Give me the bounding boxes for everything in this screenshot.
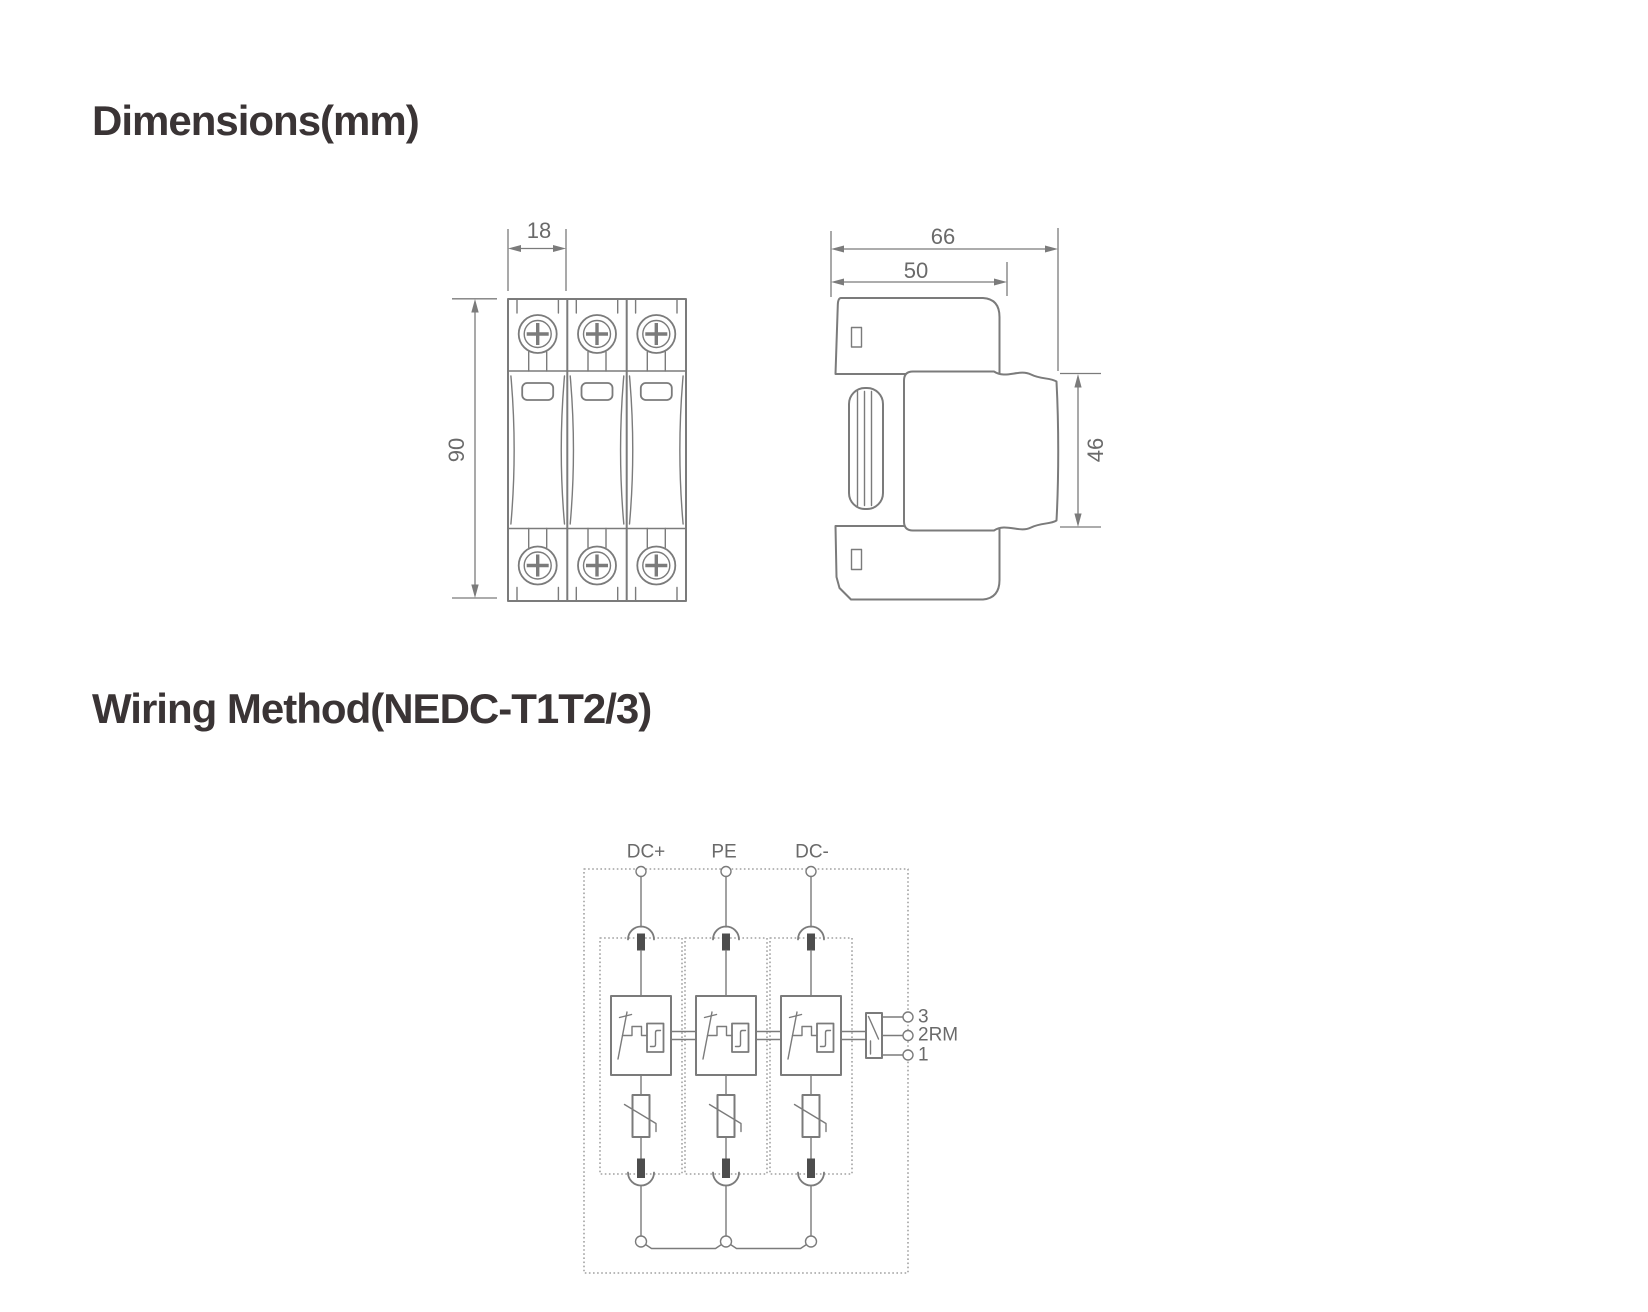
terminal-label-pe: PE [711, 841, 737, 863]
dim-label-height: 90 [444, 437, 469, 463]
signal-label-1: 1 [918, 1044, 929, 1066]
spd-path-dcplus [599, 865, 683, 1248]
side-lower-body [834, 525, 1001, 601]
dim-base-depth [831, 262, 1008, 296]
dim-front-height [1060, 372, 1101, 528]
dim-height [452, 298, 497, 599]
signal-label-3: 3 [918, 1006, 929, 1028]
wiring-diagram [583, 865, 914, 1274]
side-view [830, 228, 1101, 601]
dimensions-heading: Dimensions(mm) [92, 97, 420, 144]
dim-module-width [507, 229, 567, 291]
terminal-label-dcminus: DC- [795, 841, 829, 863]
wiring-heading: Wiring Method(NEDC-T1T2/3) [92, 685, 652, 732]
bottom-bus [644, 1243, 808, 1250]
spd-path-dcminus [769, 865, 853, 1248]
dim-label-base-depth: 50 [903, 258, 929, 283]
spd-path-pe [684, 865, 768, 1248]
mount-slot [850, 326, 863, 348]
terminal-ribs [848, 387, 884, 510]
front-view [452, 229, 687, 602]
side-upper-body [834, 297, 1001, 375]
signal-terminal-3 [902, 1011, 914, 1023]
remote-contact-switch [865, 1011, 914, 1061]
dim-label-module-width: 18 [526, 218, 552, 243]
dim-total-depth [830, 228, 1059, 371]
module-links [670, 1030, 867, 1041]
signal-terminal-1 [902, 1049, 914, 1061]
device-boundary [583, 868, 909, 1274]
mount-slot [850, 548, 863, 571]
signal-label-2rm: 2RM [918, 1024, 959, 1046]
signal-terminal-2rm [902, 1029, 914, 1042]
terminal-label-dcplus: DC+ [626, 841, 666, 863]
dim-label-total-depth: 66 [930, 224, 956, 249]
dim-label-front-height: 46 [1083, 437, 1108, 463]
side-plug-module [903, 370, 1060, 532]
